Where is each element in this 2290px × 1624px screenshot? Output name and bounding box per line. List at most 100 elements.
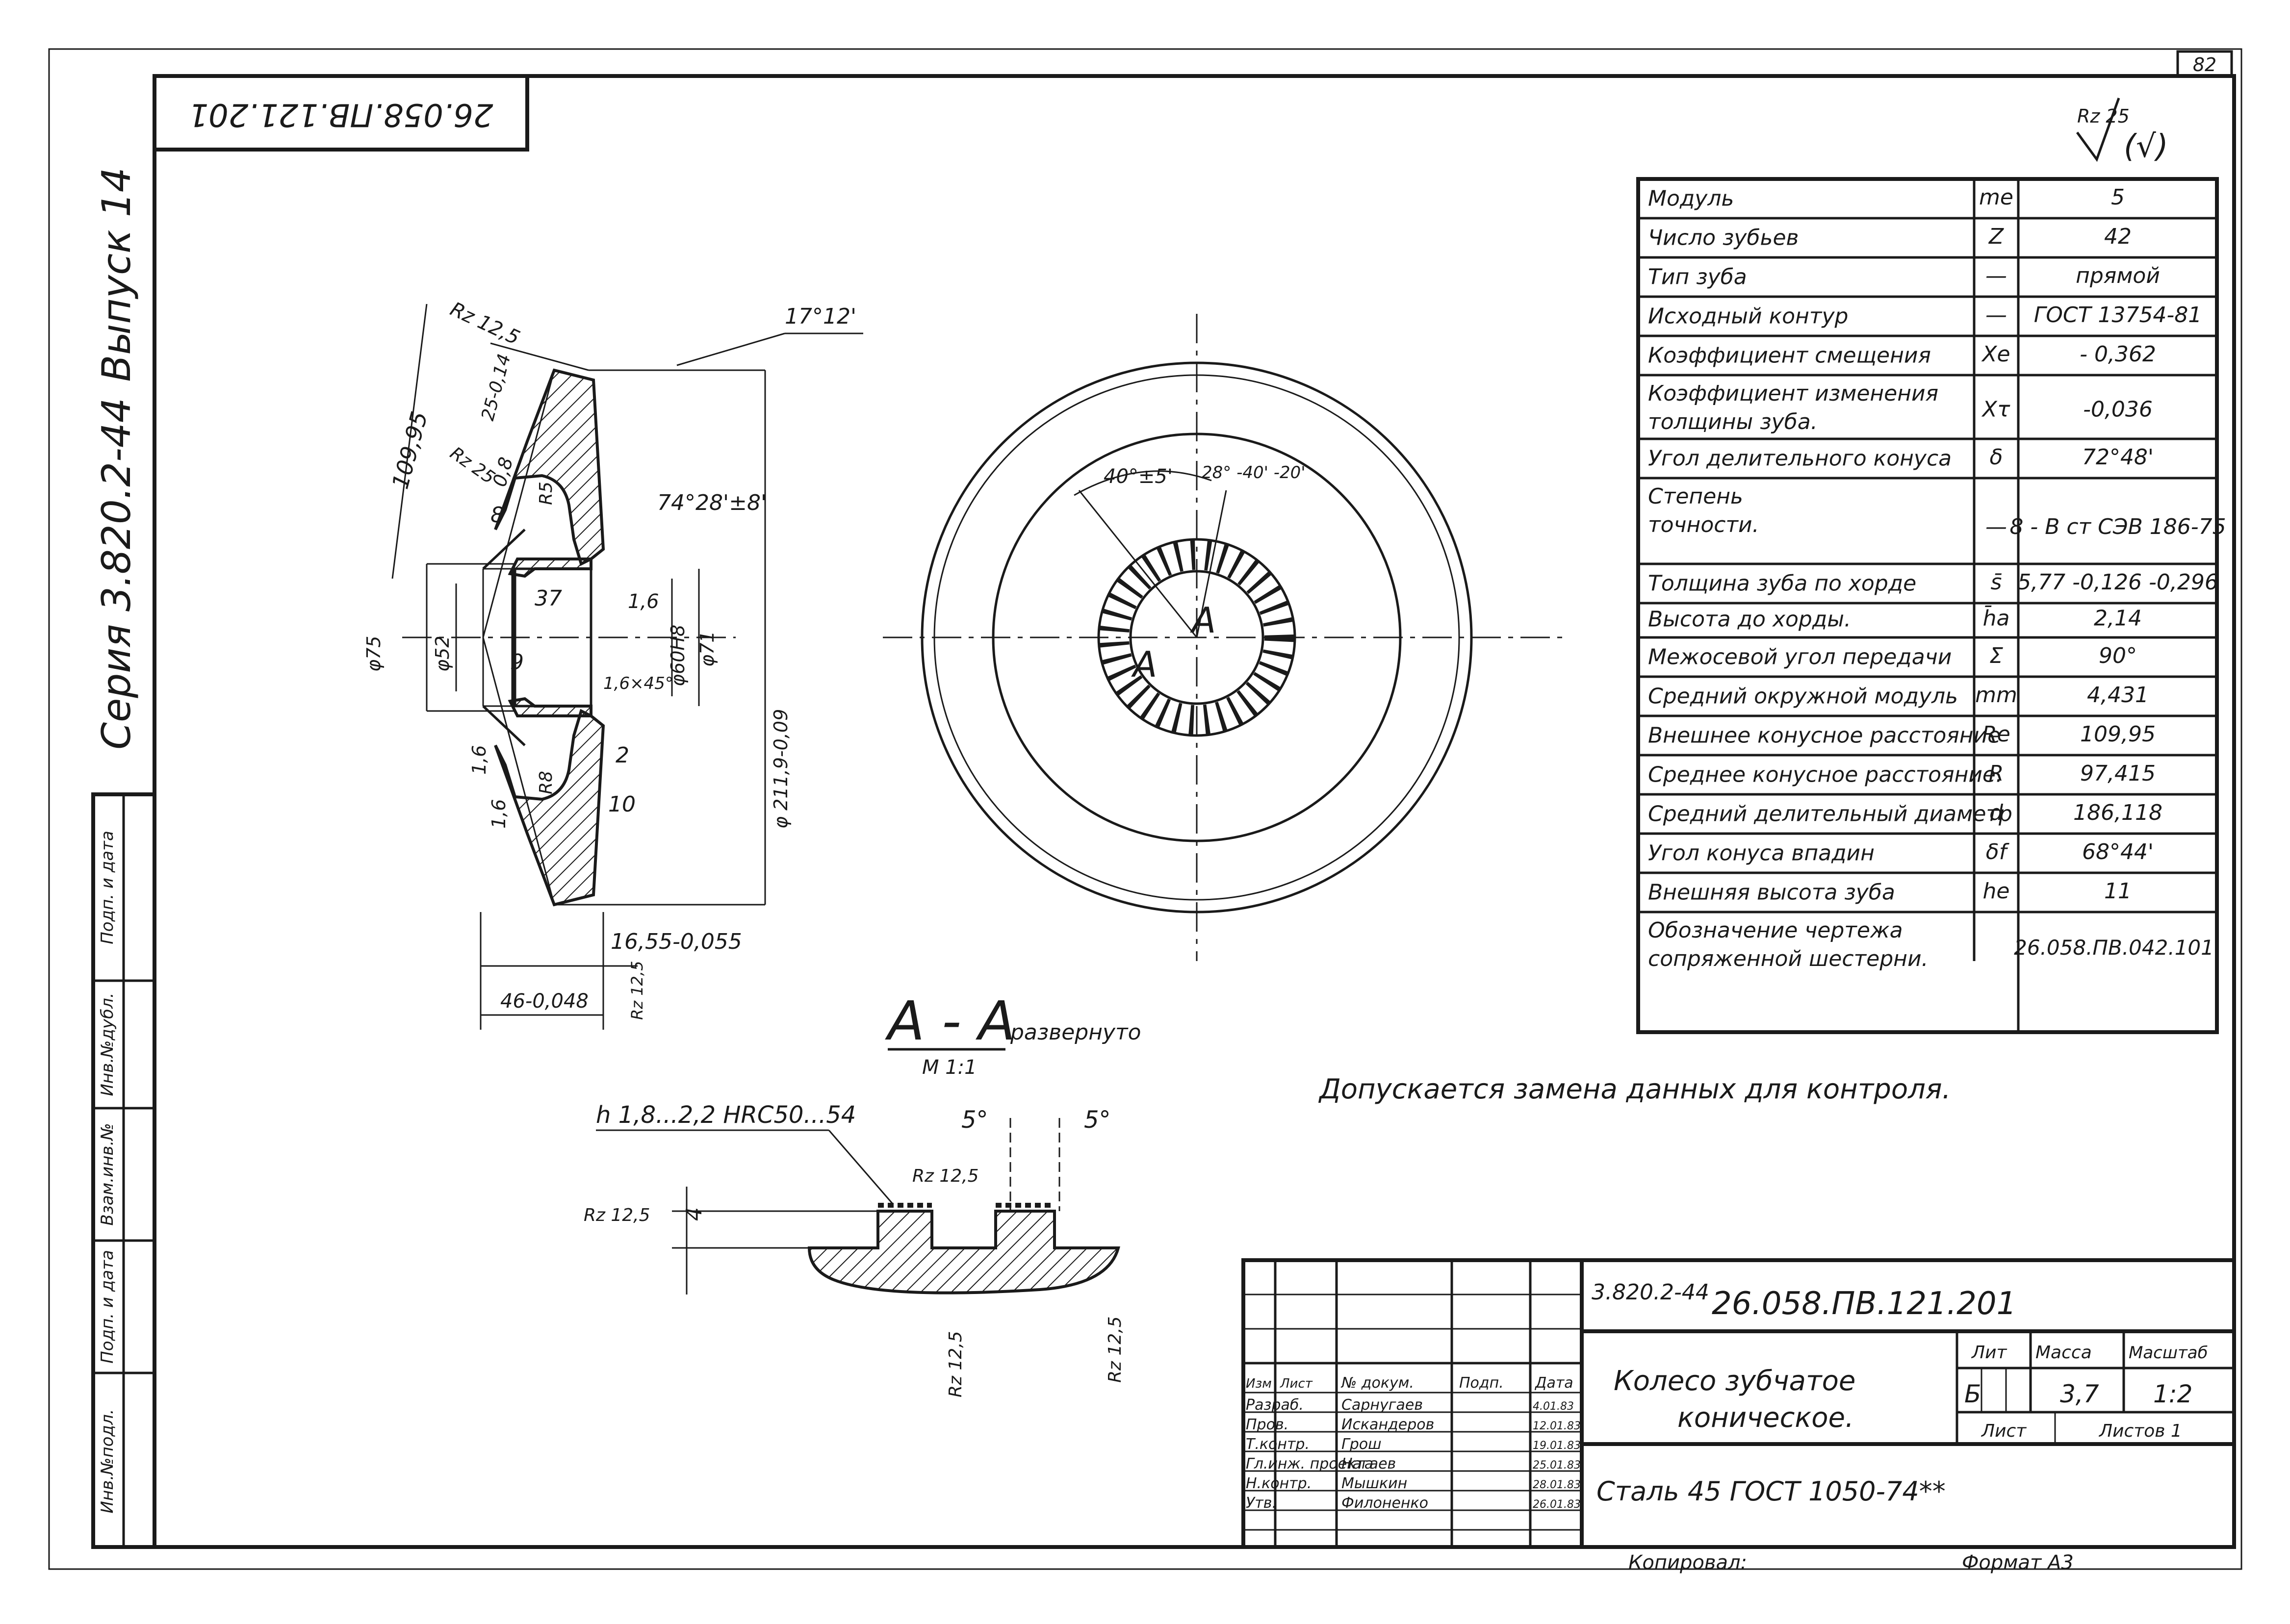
param-name: Внешнее конусное расстояние bbox=[1648, 723, 2001, 748]
outer-frame bbox=[48, 48, 2242, 1570]
svg-text:3.820.2-44: 3.820.2-44 bbox=[1592, 1280, 1709, 1305]
svg-text:Дата: Дата bbox=[1534, 1374, 1573, 1392]
param-name: Модуль bbox=[1648, 186, 1734, 211]
param-value: - 0,362 bbox=[2080, 342, 2156, 367]
param-name: Среднее конусное расстояние. bbox=[1648, 762, 2003, 787]
signer-role: Гл.инж. проекта bbox=[1246, 1455, 1373, 1472]
param-name: Число зубьев bbox=[1648, 225, 1799, 250]
detail-title-suffix: развернуто bbox=[1010, 1020, 1141, 1045]
param-value: 90° bbox=[2099, 643, 2137, 668]
svg-text:37: 37 bbox=[535, 586, 562, 611]
svg-text:Колесо зубчатое: Колесо зубчатое bbox=[1614, 1365, 1855, 1397]
param-symbol: δf bbox=[1986, 839, 2010, 864]
param-symbol: — bbox=[1985, 514, 2007, 539]
param-symbol: Z bbox=[1988, 224, 2004, 249]
svg-text:5°: 5° bbox=[1084, 1106, 1111, 1134]
svg-text:3,7: 3,7 bbox=[2060, 1380, 2099, 1408]
param-value: 5 bbox=[2111, 185, 2125, 210]
svg-text:Масштаб: Масштаб bbox=[2129, 1343, 2208, 1363]
param-name: Внешняя высота зуба bbox=[1648, 880, 1895, 905]
svg-text:26.058.ПВ.121.201: 26.058.ПВ.121.201 bbox=[1712, 1286, 2016, 1322]
svg-text:Rz 12,5: Rz 12,5 bbox=[912, 1166, 979, 1186]
section-view: Rz 12,5 17°12' 109,95 25-0,14 Rz 25 0,8 … bbox=[363, 298, 863, 1030]
param-symbol: mm bbox=[1975, 683, 2017, 708]
svg-text:Масса: Масса bbox=[2035, 1343, 2092, 1363]
margin-stamp-text: Подп. и дата bbox=[98, 831, 117, 944]
svg-text:1,6: 1,6 bbox=[468, 745, 490, 775]
svg-text:φ71: φ71 bbox=[696, 631, 718, 667]
param-symbol: Xe bbox=[1981, 342, 2010, 367]
svg-text:5°: 5° bbox=[961, 1106, 988, 1134]
svg-text:1,6: 1,6 bbox=[488, 799, 510, 829]
param-value: 186,118 bbox=[2073, 800, 2162, 825]
svg-text:Лист: Лист bbox=[1981, 1421, 2027, 1441]
margin-stamp-text: Инв.№дубл. bbox=[98, 992, 117, 1096]
left-margin-stamp: Инв.№подл. Подп. и дата Взам.инв.№ Инв.№… bbox=[91, 792, 156, 1549]
signer-date: 25.01.83 bbox=[1533, 1459, 1581, 1472]
param-symbol: d bbox=[1989, 800, 2004, 825]
signer-name: Грош bbox=[1341, 1436, 1382, 1453]
svg-text:А: А bbox=[1131, 644, 1157, 685]
svg-text:16,55-0,055: 16,55-0,055 bbox=[611, 929, 742, 954]
allowance-note: Допускается замена данных для контроля. bbox=[1318, 1073, 1951, 1105]
param-symbol: he bbox=[1983, 879, 2010, 904]
signer-name: Искандеров bbox=[1341, 1416, 1434, 1433]
page-number-box bbox=[2176, 50, 2233, 77]
param-value: 72°48' bbox=[2082, 445, 2154, 470]
param-name: Средний окружной модуль bbox=[1648, 684, 1958, 709]
param-symbol: — bbox=[1985, 263, 2007, 288]
svg-text:40°±5': 40°±5' bbox=[1104, 465, 1173, 488]
param-symbol: — bbox=[1985, 303, 2007, 328]
param-name: Исходный контур bbox=[1648, 304, 1848, 329]
svg-text:25-0,14: 25-0,14 bbox=[478, 352, 515, 423]
svg-text:1:2: 1:2 bbox=[2153, 1380, 2192, 1408]
svg-text:Формат А3: Формат А3 bbox=[1962, 1551, 2074, 1574]
svg-text:8: 8 bbox=[490, 503, 504, 528]
margin-stamp-text: Подп. и дата bbox=[98, 1250, 117, 1364]
param-value: 5,77 -0,126 -0,296 bbox=[2017, 570, 2218, 595]
issue-label: Выпуск 14 bbox=[94, 167, 139, 381]
param-symbol: Σ bbox=[1989, 643, 2003, 668]
param-symbol: Xτ bbox=[1981, 397, 2010, 422]
svg-text:φ 211,9-0,09: φ 211,9-0,09 bbox=[770, 709, 792, 829]
svg-text:Б: Б bbox=[1964, 1380, 1981, 1408]
svg-text:10: 10 bbox=[608, 792, 636, 817]
title-block: Изм Лист № докум. Подп. Дата 3.820.2-44 … bbox=[1241, 1258, 2236, 1574]
signer-role: Т.контр. bbox=[1246, 1436, 1310, 1453]
detail-view: А - А развернуто М 1:1 h 1,8...2,2 HRC50… bbox=[584, 990, 1141, 1397]
param-value: 109,95 bbox=[2080, 722, 2156, 747]
svg-text:Rz 12,5: Rz 12,5 bbox=[946, 1331, 966, 1397]
param-value: 2,14 bbox=[2094, 606, 2142, 631]
svg-text:17°12': 17°12' bbox=[785, 304, 856, 329]
inverted-stamp-box bbox=[153, 74, 529, 152]
param-name: Межосевой угол передачи bbox=[1648, 644, 1952, 669]
svg-text:φ52: φ52 bbox=[432, 636, 453, 672]
svg-text:Rz 12,5: Rz 12,5 bbox=[447, 298, 523, 349]
svg-text:Подп.: Подп. bbox=[1459, 1374, 1504, 1392]
svg-text:(√): (√) bbox=[2124, 128, 2168, 165]
param-value: прямой bbox=[2076, 263, 2160, 288]
signer-name: Мышкин bbox=[1341, 1475, 1407, 1492]
svg-text:φ75: φ75 bbox=[363, 636, 385, 672]
param-symbol: s̄ bbox=[1991, 570, 2002, 595]
signer-date: 12.01.83 bbox=[1533, 1420, 1581, 1432]
signer-date: 4.01.83 bbox=[1533, 1400, 1574, 1413]
front-view: 40°±5' 28° -40' -20' А А bbox=[883, 314, 1570, 961]
svg-text:№ докум.: № докум. bbox=[1340, 1374, 1414, 1392]
signer-role: Н.контр. bbox=[1246, 1475, 1312, 1492]
signer-date: 28.01.83 bbox=[1533, 1479, 1581, 1491]
svg-text:Rz 25: Rz 25 bbox=[2077, 105, 2130, 127]
param-name: Угол делительного конуса bbox=[1648, 446, 1952, 471]
svg-text:R8: R8 bbox=[536, 771, 556, 794]
svg-text:2: 2 bbox=[616, 743, 629, 768]
param-value: 97,415 bbox=[2080, 761, 2156, 786]
param-value: 8 - В ст СЭВ 186-75 bbox=[2009, 514, 2226, 539]
page-number: 82 bbox=[2193, 54, 2216, 76]
param-name: Коэффициент смещения bbox=[1648, 343, 1931, 368]
svg-text:28° -40' -20': 28° -40' -20' bbox=[1202, 463, 1306, 482]
series-label: Серия 3.820.2-44 bbox=[94, 398, 139, 749]
param-value: 68°44' bbox=[2082, 839, 2154, 864]
